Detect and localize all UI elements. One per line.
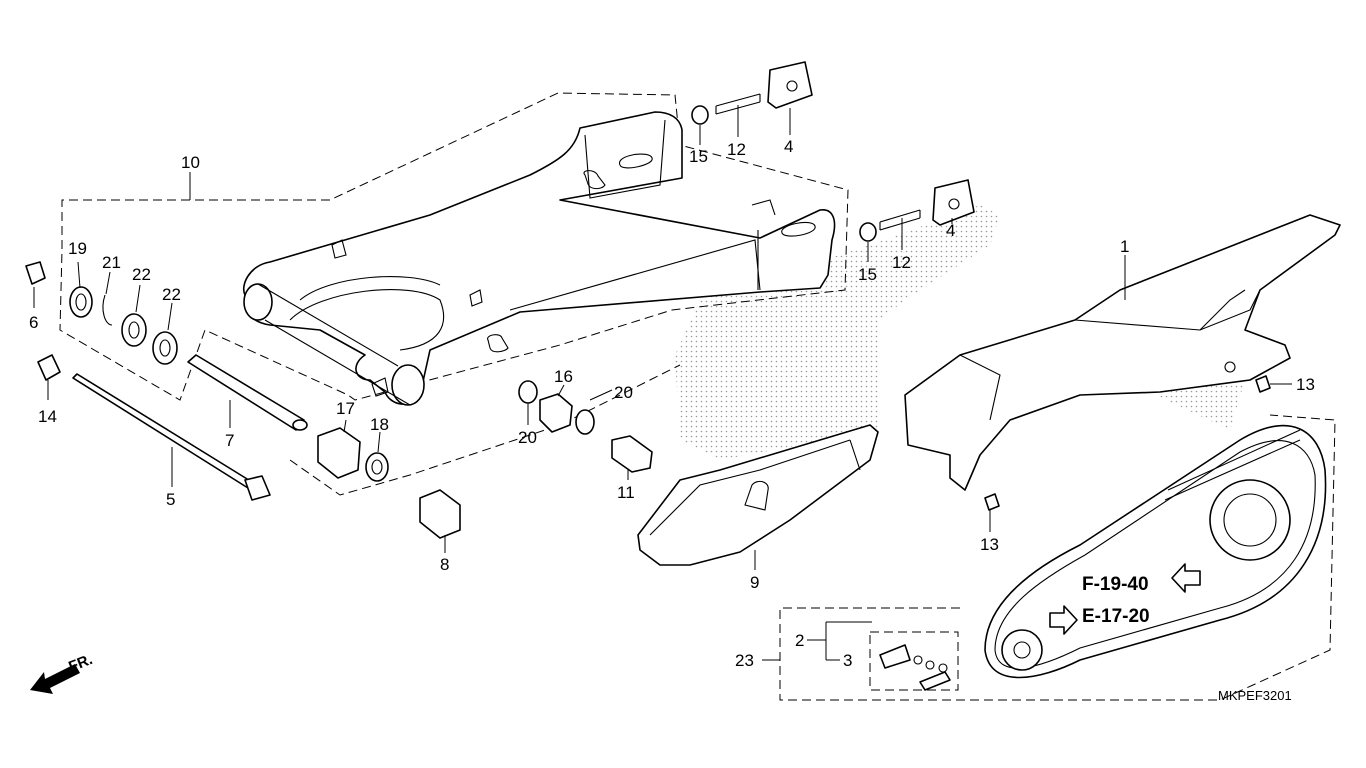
pivot-parts [25, 261, 653, 539]
callout-18: 18 [370, 415, 389, 434]
callout-20b: 20 [518, 428, 537, 447]
callout-7: 7 [225, 431, 234, 450]
callout-4a: 4 [784, 137, 793, 156]
swingarm [243, 111, 836, 406]
callout-19: 19 [68, 239, 87, 258]
callout-1: 1 [1120, 237, 1129, 256]
callout-2: 2 [795, 631, 804, 650]
callout-3: 3 [843, 651, 852, 670]
callout-22a: 22 [132, 265, 151, 284]
callout-17: 17 [336, 399, 355, 418]
callout-labels: 10 19 21 22 22 6 14 7 5 17 18 8 16 20 20… [29, 137, 1315, 670]
adjuster-blocks [691, 61, 975, 242]
callout-6: 6 [29, 313, 38, 332]
chain-ref-arrow-icon [1171, 563, 1201, 593]
callout-15a: 15 [689, 147, 708, 166]
callout-9: 9 [750, 573, 759, 592]
callout-16: 16 [554, 367, 573, 386]
swingarm-assembly-outline [59, 92, 849, 496]
callout-23: 23 [735, 651, 754, 670]
diagram-code: MKPEF3201 [1218, 688, 1292, 703]
leader-lines [33, 105, 1292, 661]
callout-5: 5 [166, 490, 175, 509]
callout-8: 8 [440, 555, 449, 574]
callout-15b: 15 [858, 265, 877, 284]
callout-21: 21 [102, 253, 121, 272]
callout-12b: 12 [892, 253, 911, 272]
callout-13b: 13 [980, 535, 999, 554]
chain-reference-code: F-19-40 [1082, 574, 1149, 595]
callout-4b: 4 [946, 221, 955, 240]
sprocket-reference-code: E-17-20 [1082, 606, 1150, 627]
front-label: FR. [66, 651, 95, 676]
callout-12a: 12 [727, 140, 746, 159]
chain-case [904, 214, 1341, 491]
front-arrow: FR. [30, 651, 95, 694]
callout-10: 10 [181, 153, 200, 172]
reference-arrows [1049, 563, 1201, 635]
chain-slider [637, 424, 879, 566]
callout-22b: 22 [162, 285, 181, 304]
callout-11: 11 [617, 483, 635, 502]
callout-13a: 13 [1296, 375, 1315, 394]
callout-20a: 20 [614, 383, 633, 402]
front-arrow-icon [30, 664, 80, 694]
case-bolts [984, 375, 1271, 511]
sprocket-ref-arrow-icon [1049, 605, 1078, 635]
callout-14: 14 [38, 407, 57, 426]
